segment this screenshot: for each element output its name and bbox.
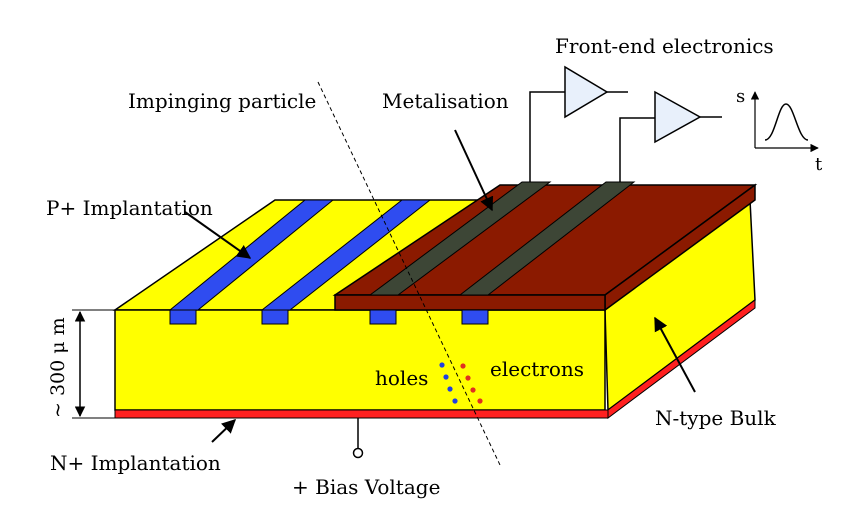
p-implantation-label: P+ Implantation — [46, 196, 213, 220]
electrons-label: electrons — [490, 357, 584, 381]
n-plus-layer-side — [607, 299, 756, 419]
wire-1 — [529, 91, 565, 182]
p-implant-2 — [261, 309, 289, 325]
metal-strip-2 — [458, 181, 636, 296]
amplifier-2 — [654, 90, 702, 144]
electron-dot — [470, 387, 476, 393]
bulk-front-face — [114, 309, 606, 411]
p-implant-4 — [461, 309, 489, 325]
n-implantation-label: N+ Implantation — [50, 451, 221, 475]
n-implant-arrow — [211, 419, 237, 443]
electron-dots — [460, 363, 483, 404]
metalisation-label: Metalisation — [382, 89, 509, 113]
particle-track — [317, 81, 501, 466]
front-end-label: Front-end electronics — [555, 34, 774, 58]
p-implant-arrow — [184, 211, 252, 259]
thickness-label: ~ 300 μ m — [47, 317, 69, 418]
metalisation-arrow — [454, 129, 494, 212]
signal-pulse — [764, 103, 809, 141]
bias-voltage-label: + Bias Voltage — [292, 475, 440, 499]
hole-dot — [447, 386, 453, 392]
holes-label: holes — [375, 366, 428, 390]
electron-dot — [460, 363, 466, 369]
metal-layer-front — [334, 294, 606, 311]
amplifier-1 — [564, 65, 609, 119]
metal-strip-1 — [368, 181, 552, 296]
hole-dot — [439, 362, 445, 368]
hole-dots — [439, 362, 458, 404]
hole-dot — [452, 398, 458, 404]
n-bulk-arrow — [654, 316, 696, 393]
p-implant-1 — [169, 309, 197, 325]
p-implant-3 — [369, 309, 397, 325]
signal-x-label: t — [815, 154, 823, 175]
hole-dot — [443, 374, 449, 380]
electron-dot — [477, 398, 483, 404]
wire-2 — [619, 117, 655, 182]
n-type-bulk-label: N-type Bulk — [655, 406, 777, 430]
electron-dot — [465, 375, 471, 381]
impinging-particle-label: Impinging particle — [128, 89, 316, 113]
n-plus-layer-front — [114, 409, 609, 419]
bias-terminal — [352, 447, 364, 459]
signal-y-label: s — [736, 86, 745, 107]
